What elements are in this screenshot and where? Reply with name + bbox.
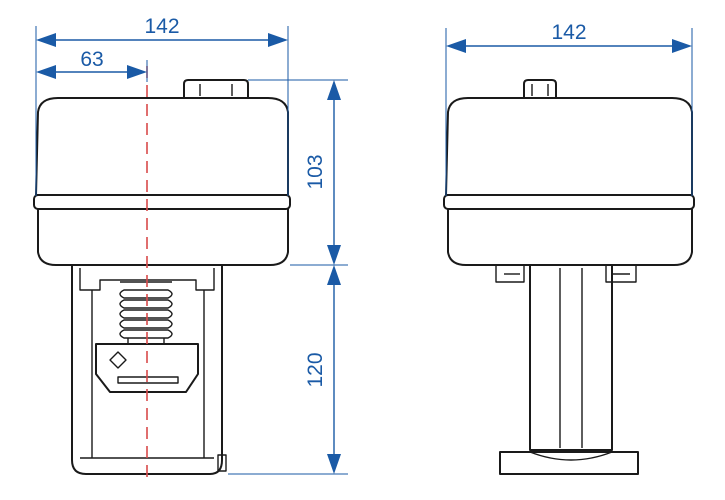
side-view	[443, 79, 695, 475]
side-head-band	[443, 194, 695, 210]
dim-front-head-height-label: 103	[304, 154, 327, 189]
front-bellows	[119, 281, 173, 344]
dim-front-yoke-height: 120	[228, 265, 348, 475]
front-top-knob	[183, 79, 249, 98]
dim-side-width-label: 142	[551, 21, 586, 44]
side-head-lower	[447, 209, 693, 266]
dim-side-width: 142	[445, 21, 693, 196]
side-top-knob	[523, 79, 557, 98]
side-column	[529, 265, 613, 451]
front-yoke	[71, 265, 223, 475]
dim-front-head-height: 103	[248, 79, 348, 266]
dim-front-yoke-height-label: 120	[304, 352, 327, 387]
dim-front-axis-offset-label: 63	[80, 48, 103, 71]
dim-front-width: 142	[35, 15, 289, 196]
front-head-cover	[35, 97, 289, 196]
dim-front-width-label: 142	[144, 15, 179, 38]
dim-front-axis-offset: 63	[36, 48, 148, 82]
front-head-band	[33, 194, 291, 210]
side-base	[499, 451, 639, 475]
front-view	[33, 79, 291, 475]
front-head-lower	[37, 209, 289, 266]
side-head-cover	[445, 97, 693, 196]
front-coupling	[95, 343, 199, 393]
